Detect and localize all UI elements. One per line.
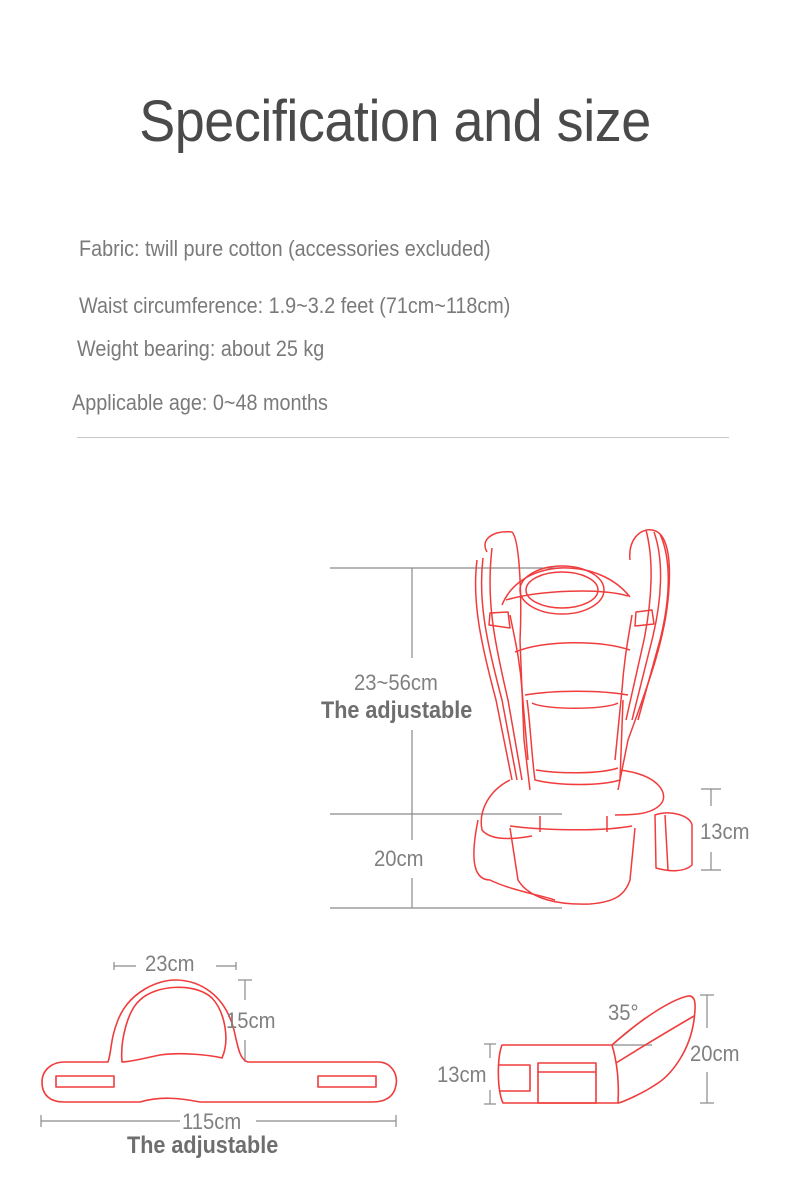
spec-fabric: Fabric: twill pure cotton (accessories e… xyxy=(79,236,491,261)
carrier-outline xyxy=(473,529,693,905)
carrier-height-range-label: 23~56cm xyxy=(354,670,438,695)
hip-seat-base-height-label: 13cm xyxy=(437,1062,487,1087)
carrier-seat-height-label: 20cm xyxy=(374,846,424,871)
section-divider xyxy=(77,437,729,438)
spec-applicable-age: Applicable age: 0~48 months xyxy=(72,390,328,415)
hip-seat-dimension-lines xyxy=(484,994,714,1105)
carrier-waist-height-label: 13cm xyxy=(700,819,750,844)
carrier-dimension-lines xyxy=(330,567,721,909)
belt-length-label: 115cm xyxy=(182,1109,242,1134)
belt-arch-height-label: 15cm xyxy=(226,1008,276,1033)
waist-belt-dimension-lines xyxy=(40,962,397,1127)
page-title: Specification and size xyxy=(139,89,651,154)
belt-arch-width-label: 23cm xyxy=(145,951,195,976)
hip-seat-outline xyxy=(497,995,696,1104)
waist-belt-outline xyxy=(41,979,398,1103)
spec-weight-bearing: Weight bearing: about 25 kg xyxy=(77,336,325,361)
spec-waist-circumference: Waist circumference: 1.9~3.2 feet (71cm~… xyxy=(79,293,511,318)
belt-adjustable-label: The adjustable xyxy=(127,1132,279,1159)
carrier-adjustable-label: The adjustable xyxy=(321,697,473,724)
hip-seat-height-label: 20cm xyxy=(690,1041,740,1066)
hip-seat-angle-label: 35° xyxy=(608,1000,639,1025)
